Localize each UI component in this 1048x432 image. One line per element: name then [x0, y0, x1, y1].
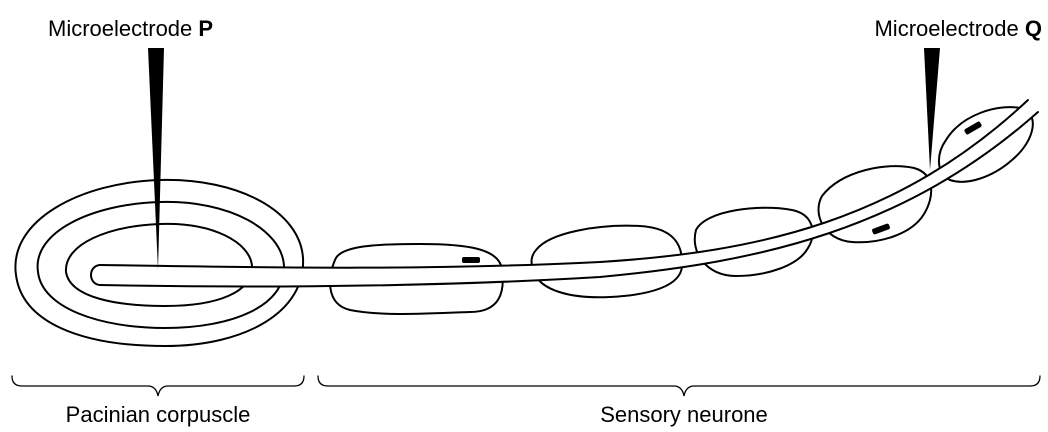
pacinian-corpuscle-label: Pacinian corpuscle: [66, 402, 251, 427]
microelectrode-p-label: Microelectrode P: [48, 16, 213, 41]
microelectrode-q-letter: Q: [1025, 16, 1042, 41]
sensory-neurone-brace: [318, 376, 1040, 396]
sensory-neurone-axon: [91, 100, 1038, 287]
pacinian-corpuscle-brace: [12, 376, 304, 396]
sensory-neurone-label: Sensory neurone: [600, 402, 768, 427]
microelectrode-q: [924, 48, 940, 170]
microelectrode-p-text: Microelectrode: [48, 16, 198, 41]
microelectrode-q-text: Microelectrode: [874, 16, 1024, 41]
marker-dash: [964, 121, 983, 135]
microelectrode-p-letter: P: [198, 16, 213, 41]
axon-upper-edge: [100, 100, 1028, 268]
marker-dash: [462, 257, 480, 263]
marker-dash: [872, 223, 891, 235]
microelectrode-p: [148, 48, 164, 270]
microelectrode-q-label: Microelectrode Q: [874, 16, 1042, 41]
